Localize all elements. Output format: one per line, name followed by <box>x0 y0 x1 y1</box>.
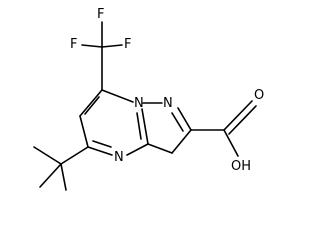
bond-c3a-n1-double <box>136 112 142 140</box>
bond-c7-c6-double <box>84 96 100 115</box>
bond-c5-n4 <box>87 146 113 156</box>
atom-o-hydroxyl: OH <box>231 159 251 174</box>
bond-cf3-f-left <box>81 44 103 48</box>
bond-c7-n1 <box>101 89 134 103</box>
atom-f-top: F <box>97 7 104 22</box>
pyrimidine-ring: N N <box>79 89 149 165</box>
bond-c3-c3a <box>147 143 173 154</box>
bond-c2-c3 <box>171 129 192 154</box>
bond-c6-c5 <box>79 115 89 148</box>
atom-n-pyrazole: N <box>163 96 173 111</box>
bond-c-o-double-b <box>228 105 257 135</box>
atom-f-left: F <box>70 37 77 52</box>
bond-cf3-f-right <box>101 44 123 48</box>
atom-n-bridge: N <box>134 96 144 111</box>
bond-c-o-double-a <box>223 100 253 131</box>
bond-c5-n4-double <box>92 140 112 148</box>
bond-tbu-methyl-bottom <box>60 163 67 191</box>
trifluoromethyl-group: F F F <box>70 7 131 91</box>
atom-n-pyrimidine: N <box>114 150 124 165</box>
bond-tbu-methyl-left <box>33 146 62 165</box>
bond-c7-c6 <box>79 89 103 117</box>
tert-butyl-group <box>33 146 89 191</box>
chemical-structure: F F F N N N O OH <box>33 7 264 191</box>
bond-n2-c2-double <box>171 112 184 132</box>
bond-c5-tbu <box>60 146 89 165</box>
atom-f-right: F <box>124 37 131 52</box>
bond-tbu-methyl-lower-left <box>39 163 62 188</box>
carboxylic-acid-group: O OH <box>190 88 264 174</box>
bond-n2-c2 <box>177 107 192 131</box>
bond-n4-c3a <box>126 143 149 156</box>
bond-c3a-n1 <box>141 108 149 145</box>
pyrazole-ring: N <box>142 96 192 154</box>
bond-c-oh <box>223 129 239 157</box>
atom-o-carbonyl: O <box>254 88 264 103</box>
